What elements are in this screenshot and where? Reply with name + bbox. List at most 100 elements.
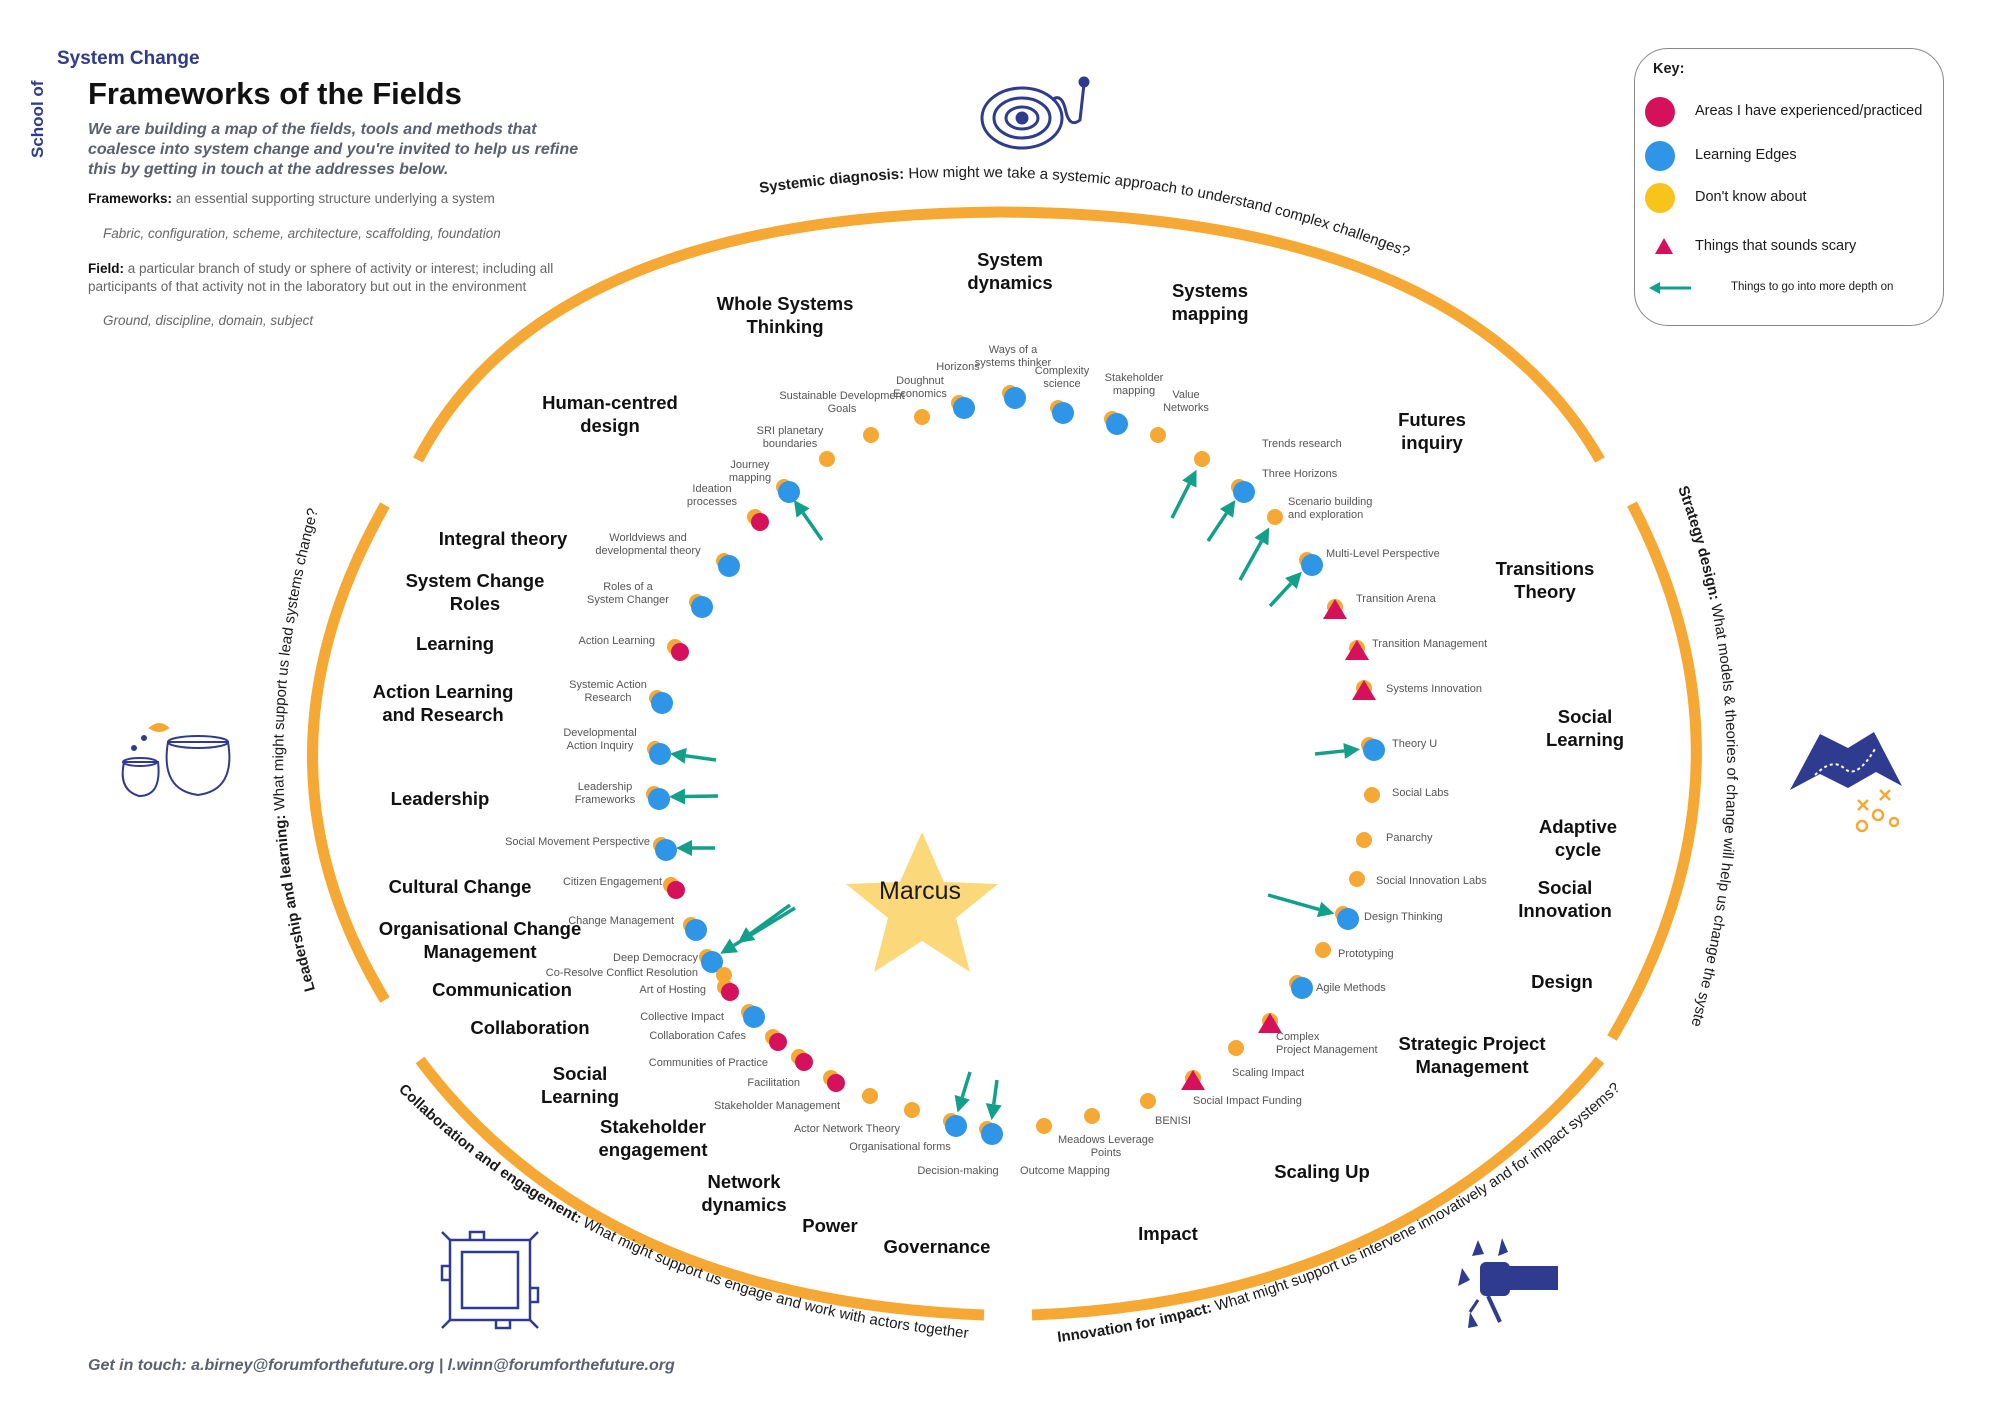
method-marker-transition-management	[1345, 640, 1369, 660]
method-label-panarchy: Panarchy	[1386, 832, 1433, 844]
depth-arrow-organisational-forms	[954, 1071, 972, 1113]
method-label-multi-level-perspective: Multi-Level Perspective	[1326, 548, 1440, 560]
arrows-layer	[668, 469, 1361, 1121]
method-label-facilitation: Facilitation	[747, 1077, 800, 1089]
method-marker-transition-arena	[1323, 599, 1347, 619]
method-label-benisi: BENISI	[1155, 1115, 1191, 1127]
yellow-dot-icon	[1645, 183, 1675, 213]
method-marker-complexity-science	[1050, 400, 1074, 424]
method-label-organisational-forms: Organisational forms	[849, 1141, 951, 1153]
method-marker-meadows-leverage-points	[1084, 1108, 1100, 1124]
footer-contact: Get in touch: a.birney@forumforthefuture…	[88, 1357, 675, 1374]
method-label-social-movement-perspective: Social Movement Perspective	[505, 836, 650, 848]
method-marker-action-learning	[667, 639, 689, 661]
triangle-icon	[1655, 238, 1673, 254]
key-label: Learning Edges	[1695, 147, 1797, 163]
method-label-citizen-engagement: Citizen Engagement	[563, 876, 662, 888]
method-label-actor-network-theory: Actor Network Theory	[794, 1123, 901, 1135]
ring-left	[307, 502, 390, 1003]
breaking-through-fist-icon	[1458, 1238, 1558, 1328]
method-marker-art-of-hosting	[717, 979, 739, 1001]
method-label-systems-innovation: Systems Innovation	[1386, 683, 1482, 695]
method-marker-social-impact-funding	[1181, 1070, 1205, 1090]
ring-top	[413, 206, 1605, 463]
ring-bottom-right	[1031, 1056, 1605, 1321]
method-marker-horizons	[951, 395, 975, 419]
key-label: Things that sounds scary	[1695, 238, 1857, 254]
method-label-social-innovation-labs: Social Innovation Labs	[1376, 875, 1487, 887]
method-marker-journey-mapping	[776, 479, 800, 503]
field-label-collaboration: Collaboration	[470, 1017, 589, 1038]
method-marker-roles-of-a-system-changer	[689, 594, 713, 618]
arc-label-collaboration: Collaboration and engagement: What might…	[0, 0, 969, 1342]
method-label-social-impact-funding: Social Impact Funding	[1193, 1095, 1302, 1107]
field-label-impact: Impact	[1138, 1223, 1198, 1244]
fishbowl-icon	[121, 723, 231, 798]
method-marker-citizen-engagement	[663, 877, 685, 899]
depth-arrow-scenario-building-and-exploration	[1238, 527, 1270, 581]
field-label-integral-theory: Integral theory	[439, 528, 568, 549]
key-title: Key:	[1653, 61, 1685, 77]
method-marker-doughnut-economics	[914, 409, 930, 425]
method-label-transition-arena: Transition Arena	[1356, 593, 1437, 605]
key-row-scary: Things that sounds scary	[1635, 232, 1935, 262]
method-marker-organisational-forms	[943, 1113, 967, 1137]
frameworks-synonyms: Fabric, configuration, scheme, architect…	[103, 226, 501, 241]
key-row-depth: Things to go into more depth on	[1635, 273, 1935, 303]
method-marker-communities-of-practice	[791, 1049, 813, 1071]
field-label-cultural-change: Cultural Change	[389, 876, 532, 897]
method-label-trends-research: Trends research	[1262, 438, 1342, 450]
frameworks-definition: Frameworks: an essential supporting stru…	[88, 190, 608, 208]
method-label-decision-making: Decision-making	[917, 1165, 998, 1177]
strategy-map-icon	[1790, 732, 1902, 833]
depth-arrow-decision-making	[985, 1079, 1002, 1121]
center-label: Marcus	[879, 877, 961, 905]
method-marker-sustainable-development-goals	[863, 427, 879, 443]
systems-stethoscope-icon	[980, 76, 1090, 150]
method-marker-leadership-frameworks	[646, 786, 670, 810]
key-label: Don't know about	[1695, 189, 1807, 205]
depth-arrow-multi-level-perspective	[1268, 571, 1302, 608]
method-label-prototyping: Prototyping	[1338, 948, 1394, 960]
method-marker-ways-of-a-systems-thinker	[1002, 385, 1026, 409]
ring-segments	[307, 206, 1702, 1321]
method-label-horizons: Horizons	[936, 361, 980, 373]
depth-arrow-design-thinking	[1267, 893, 1335, 918]
frameworks-term: Frameworks:	[88, 191, 173, 206]
depth-arrow-developmental-action-inquiry	[669, 747, 717, 764]
field-label-power: Power	[802, 1215, 858, 1236]
key-label: Areas I have experienced/practiced	[1695, 103, 1923, 119]
method-marker-change-management	[683, 917, 707, 941]
method-marker-complex-project-management	[1258, 1013, 1282, 1033]
method-marker-co-resolve-conflict-resolution	[716, 967, 732, 983]
key-row-experienced: Areas I have experienced/practiced	[1635, 97, 1935, 127]
method-marker-systems-innovation	[1352, 680, 1376, 700]
field-label-scaling-up: Scaling Up	[1274, 1161, 1370, 1182]
depth-arrow-leadership-frameworks	[668, 788, 719, 805]
method-marker-design-thinking	[1335, 906, 1359, 930]
method-label-social-labs: Social Labs	[1392, 787, 1449, 799]
method-marker-decision-making	[979, 1121, 1003, 1145]
field-label-governance: Governance	[884, 1236, 991, 1257]
method-label-collective-impact: Collective Impact	[640, 1011, 724, 1023]
method-label-transition-management: Transition Management	[1372, 638, 1487, 650]
method-marker-actor-network-theory	[904, 1102, 920, 1118]
